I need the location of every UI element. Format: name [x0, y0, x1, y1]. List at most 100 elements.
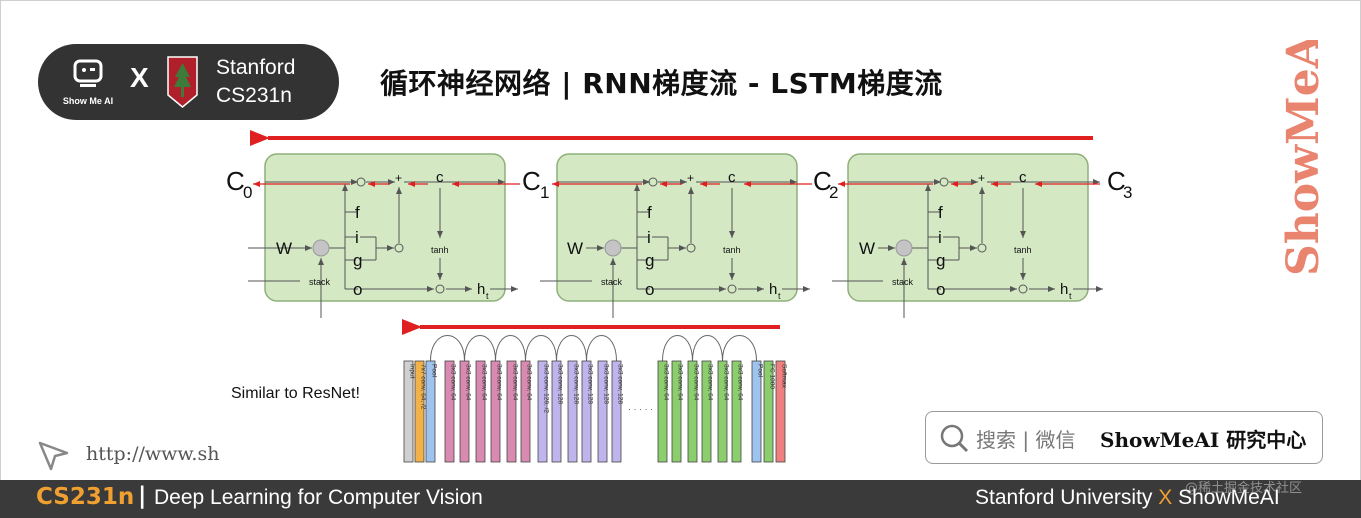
resnet-layer: [520, 360, 531, 463]
h-label: h: [1060, 281, 1068, 298]
h-subscript: t: [1069, 291, 1072, 301]
w-label: W: [859, 239, 875, 258]
resnet-layer-label: 3x3 conv, 64: [737, 364, 744, 401]
resnet-layer-label: 7x7 conv, 64, /2: [420, 364, 427, 410]
w-label: W: [276, 239, 292, 258]
resnet-layer: [701, 360, 712, 463]
search-label: 搜索 | 微信: [976, 428, 1076, 452]
logo-caption: Show Me AI: [62, 96, 114, 106]
gate-g-label: g: [645, 251, 654, 270]
skip-connection-arc: [430, 335, 465, 362]
resnet-layer-label: 3x3 conv, 64: [465, 364, 472, 401]
resnet-layer-label: FC 1000: [769, 364, 776, 389]
resnet-layer: [671, 360, 682, 463]
cell-state-subscript: 1: [540, 183, 549, 202]
course-label: CS231n: [216, 84, 292, 107]
resnet-layer-label: Pool: [757, 364, 764, 378]
skip-connection-arc: [525, 335, 557, 362]
footer-university: Stanford University: [975, 486, 1153, 509]
h-label: h: [477, 281, 485, 298]
stanford-label: Stanford: [216, 56, 296, 79]
footer-course: CS231n: [36, 484, 135, 510]
footer-brand: ShowMeAI: [1178, 486, 1280, 509]
resnet-layer-label: 3x3 conv, 64: [496, 364, 503, 401]
resnet-caption: Similar to ResNet!: [231, 385, 360, 402]
svg-text:ShowMeAI: ShowMeAI: [1278, 40, 1329, 276]
tanh-label: tanh: [723, 245, 741, 255]
resnet-layer: [775, 360, 786, 463]
showmeai-vertical-watermark: ShowMeAI: [1278, 40, 1329, 276]
resnet-layer-label: 3x3 conv, 64: [526, 364, 533, 401]
gate-o-label: o: [645, 280, 654, 299]
resnet-layer: [490, 360, 501, 463]
resnet-layer-label: 3x3 conv, 64: [481, 364, 488, 401]
robot-icon: [73, 59, 103, 87]
gate-f-label: f: [938, 203, 943, 222]
footer-credits: Stanford University X ShowMeAI: [975, 486, 1280, 510]
resnet-layer: [657, 360, 668, 463]
h-subscript: t: [486, 291, 489, 301]
skip-connection-arc: [692, 335, 723, 362]
skip-connection-arc: [464, 335, 496, 362]
stack-label: stack: [892, 277, 914, 287]
skip-connection-arc: [556, 335, 587, 362]
resnet-layer: [763, 360, 774, 463]
resnet-layer-label: 3x3 conv, 64: [707, 364, 714, 401]
gate-i-label: i: [647, 228, 651, 247]
gate-g-label: g: [936, 251, 945, 270]
skip-connection-arc: [586, 335, 617, 362]
c-label: c: [1019, 169, 1027, 186]
resnet-layer: [597, 360, 608, 463]
footer-x: X: [1158, 486, 1173, 509]
gate-f-label: f: [647, 203, 652, 222]
resnet-skip-connections: [430, 335, 757, 362]
wechat-search-box[interactable]: 搜索 | 微信 ShowMeAI 研究中心: [925, 411, 1323, 464]
url-text[interactable]: http://www.sh: [86, 443, 220, 465]
gate-o-label: o: [936, 280, 945, 299]
resnet-layer: [687, 360, 698, 463]
resnet-layer-label: Pool: [431, 364, 438, 378]
resnet-layer-label: 3x3 conv, 64: [512, 364, 519, 401]
resnet-layer-label: 3x3 conv, 64: [663, 364, 670, 401]
c-label: c: [728, 169, 736, 186]
resnet-layer: [475, 360, 486, 463]
lstm-cell: [248, 153, 520, 318]
showmeai-logo: Show Me AI: [58, 58, 118, 108]
resnet-layer: [403, 360, 414, 463]
resnet-layer-label: 3x3 conv, 128: [557, 364, 564, 404]
resnet-layer-label: 3x3 conv, 64: [723, 364, 730, 401]
footer-bar: CS231n | Deep Learning for Computer Visi…: [0, 480, 1361, 518]
plus-label: +: [978, 171, 985, 185]
stack-label: stack: [309, 277, 331, 287]
tanh-label: tanh: [431, 245, 449, 255]
resnet-layer: [581, 360, 592, 463]
gate-i-label: i: [355, 228, 359, 247]
h-label: h: [769, 281, 777, 298]
resnet-layer-label: 3x3 conv, 64: [677, 364, 684, 401]
resnet-layer: [444, 360, 455, 463]
resnet-layer: [611, 360, 622, 463]
resnet-layer-label: 3x3 conv, 64: [693, 364, 700, 401]
resnet-layer: [425, 360, 436, 463]
resnet-layer-label: 3x3 conv, 128, /2: [543, 364, 550, 413]
resnet-layer-label: 3x3 conv, 128: [617, 364, 624, 404]
search-icon: [940, 424, 969, 453]
cell-state-subscript: 0: [243, 183, 252, 202]
resnet-ellipsis: · · · · ·: [628, 404, 653, 414]
resnet-layer: [506, 360, 517, 463]
resnet-layer-label: 3x3 conv, 128: [573, 364, 580, 404]
stack-label: stack: [601, 277, 623, 287]
cell-state-subscript: 3: [1123, 183, 1132, 202]
gate-f-label: f: [355, 203, 360, 222]
resnet-layer: [414, 360, 425, 463]
gate-i-label: i: [938, 228, 942, 247]
stanford-tree-icon: [167, 56, 198, 108]
resnet-layer: [551, 360, 562, 463]
resnet-layer-label: Input: [409, 364, 416, 379]
footer-separator: |: [138, 483, 147, 509]
cell-state-label: C: [813, 166, 832, 196]
footer-description: Deep Learning for Computer Vision: [154, 486, 483, 509]
w-label: W: [567, 239, 583, 258]
h-subscript: t: [778, 291, 781, 301]
